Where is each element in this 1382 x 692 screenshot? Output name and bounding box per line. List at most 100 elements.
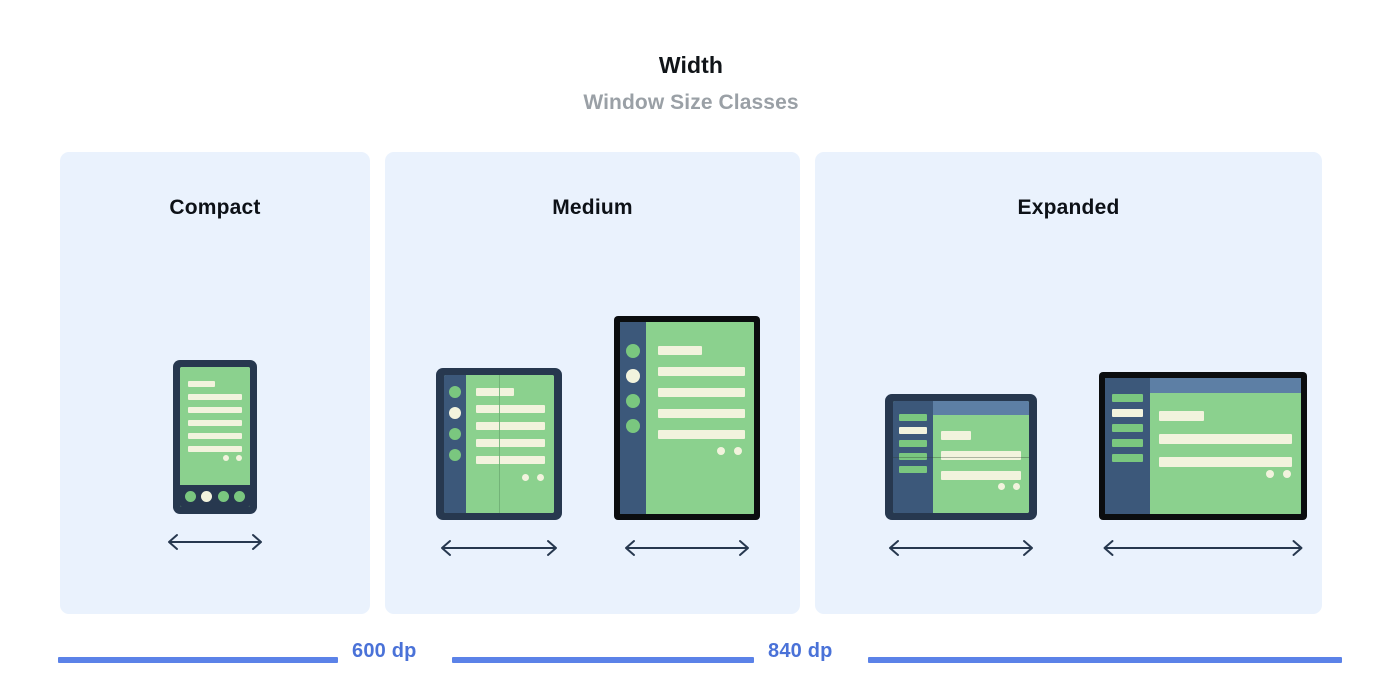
foldable-content-dots: [522, 474, 544, 481]
rail-item: [626, 419, 640, 433]
navigation-rail: [444, 375, 466, 513]
content-line: [188, 407, 242, 413]
phone-screen: [180, 367, 250, 507]
content-line: [941, 471, 1021, 480]
rail-item: [626, 344, 640, 358]
content-line: [188, 420, 242, 426]
content-line: [476, 439, 545, 447]
resize-arrow-icon: [625, 540, 749, 556]
resize-arrow-icon: [441, 540, 557, 556]
content-line: [1158, 411, 1204, 421]
fold-seam: [499, 375, 500, 513]
device-tablet-landscape: [1098, 372, 1307, 520]
content-line: [941, 431, 971, 440]
content-dot: [1013, 483, 1020, 490]
foldable-content-lines: [466, 388, 554, 464]
foldable-landscape-screen: [893, 401, 1029, 513]
drawer-item: [899, 440, 927, 447]
content-line: [941, 451, 1021, 460]
phone-bottom-nav: [180, 485, 250, 507]
foldable-screen: [444, 375, 554, 513]
fold-seam: [893, 457, 1029, 458]
panel-medium: Medium: [385, 152, 800, 614]
device-group-foldable-portrait: [429, 368, 569, 556]
tablet-landscape-screen: [1104, 378, 1301, 514]
content-line: [658, 388, 745, 397]
scale-segment-compact: [58, 657, 338, 663]
content-line: [188, 433, 242, 439]
device-phone: [173, 360, 257, 514]
tablet-screen: [620, 322, 754, 514]
content-line: [476, 405, 545, 413]
content-line: [476, 456, 545, 464]
page-subtitle: Window Size Classes: [583, 91, 799, 114]
tablet-content-lines: [646, 346, 754, 439]
content-line: [188, 394, 242, 400]
panel-compact: Compact: [60, 152, 370, 614]
device-foldable-landscape: [885, 394, 1037, 520]
content-dot: [522, 474, 529, 481]
resize-arrow-icon: [889, 540, 1033, 556]
breakpoint-scale: 600 dp 840 dp: [0, 640, 1382, 680]
scale-segment-expanded: [868, 657, 1342, 663]
rail-item: [449, 428, 461, 440]
device-foldable-portrait: [436, 368, 562, 520]
scale-label-840dp: 840 dp: [768, 640, 833, 662]
content-line: [658, 409, 745, 418]
rail-item: [449, 449, 461, 461]
content-line: [476, 388, 514, 396]
device-group-foldable-landscape: [877, 394, 1045, 556]
content-line: [1158, 457, 1292, 467]
tablet-landscape-lines: [1150, 411, 1301, 467]
device-group-tablet-landscape: [1090, 372, 1315, 556]
app-bar: [933, 401, 1029, 415]
content-line: [188, 381, 215, 387]
drawer-item: [1111, 394, 1143, 402]
nav-item: [217, 490, 229, 502]
panel-label-expanded: Expanded: [1017, 196, 1120, 219]
rail-item: [449, 386, 461, 398]
size-class-panels: Compact: [60, 152, 1322, 614]
content-dot: [1282, 470, 1291, 478]
tablet-landscape-dots: [1265, 470, 1291, 478]
device-tablet-portrait: [614, 316, 760, 520]
nav-item: [185, 490, 197, 502]
tablet-content: [646, 322, 754, 514]
foldable-landscape-dots: [998, 483, 1020, 490]
content-line: [658, 346, 702, 355]
tablet-landscape-content: [1149, 378, 1301, 514]
phone-content-dots: [223, 455, 242, 461]
content-line: [1158, 434, 1292, 444]
scale-segment-medium: [452, 657, 754, 663]
content-line: [658, 367, 745, 376]
device-group-tablet-portrait: [607, 316, 767, 556]
content-line: [476, 422, 545, 430]
content-dot: [537, 474, 544, 481]
content-dot: [998, 483, 1005, 490]
panel-label-medium: Medium: [552, 196, 633, 219]
drawer-item: [1111, 424, 1143, 432]
resize-arrow-icon: [1103, 540, 1302, 556]
foldable-content: [466, 375, 554, 513]
rail-item-active: [626, 369, 640, 383]
drawer-item: [899, 453, 927, 460]
content-line: [188, 446, 242, 452]
panel-expanded: Expanded: [815, 152, 1322, 614]
navigation-rail: [620, 322, 646, 514]
chart-header: Width Window Size Classes: [0, 0, 1382, 115]
rail-item-active: [449, 407, 461, 419]
drawer-item-active: [899, 427, 927, 434]
navigation-drawer: [893, 401, 933, 513]
drawer-item: [899, 466, 927, 473]
content-dot: [223, 455, 229, 461]
content-dot: [717, 447, 725, 455]
foldable-landscape-content: [933, 401, 1029, 513]
navigation-drawer: [1104, 378, 1150, 514]
phone-content-lines: [180, 381, 250, 452]
content-dot: [1265, 470, 1274, 478]
drawer-item-active: [1111, 409, 1143, 417]
scale-label-600dp: 600 dp: [352, 640, 417, 662]
nav-item-active: [201, 490, 213, 502]
drawer-item: [899, 414, 927, 421]
resize-arrow-icon: [168, 534, 262, 550]
